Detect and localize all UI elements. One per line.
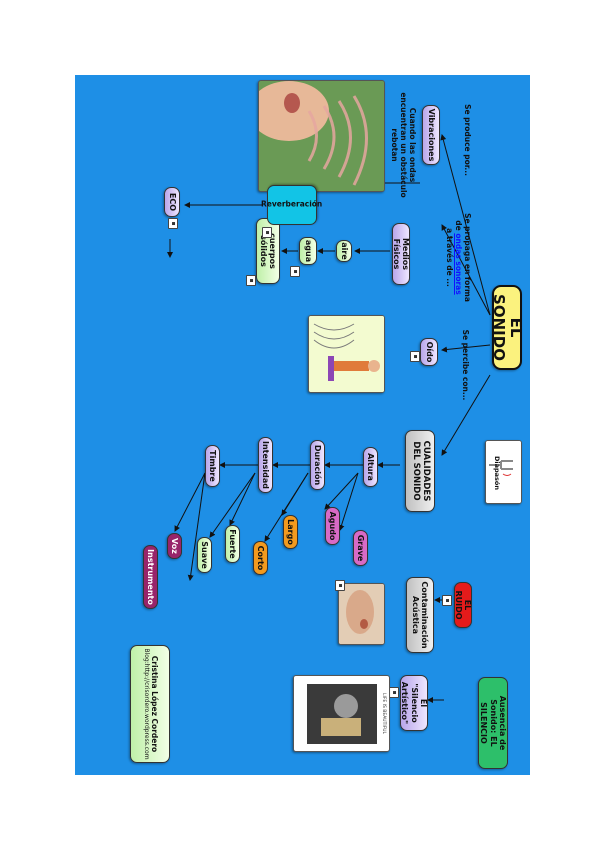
title-node[interactable]: EL SONIDO (490, 285, 525, 370)
node-agudo[interactable]: Agudo (325, 507, 340, 545)
node-aire[interactable]: aire (336, 240, 352, 262)
node-suave[interactable]: Suave (197, 537, 212, 573)
label-obstaculo: Cuando las ondas encuentran un obstáculo… (390, 92, 417, 198)
node-instrumento[interactable]: Instrumento (143, 545, 158, 609)
node-timbre[interactable]: Timbre (205, 445, 220, 487)
connector-lines (167, 134, 491, 703)
node-solidos-tag-icon[interactable]: ▪ (246, 275, 256, 286)
ondas-sonoras-link[interactable]: ondas sonoras (454, 233, 463, 295)
node-ausencia-silencio[interactable]: Ausencia de Sonido: EL SILENCIO (478, 677, 508, 769)
author-name: Cristina López Cordero (149, 655, 159, 753)
node-reverberacion-tag-icon[interactable]: ▪ (262, 227, 272, 238)
author-blog[interactable]: Blog:http://crisordero.wordpress.com (143, 648, 151, 760)
photo-ear-plug-tag-icon[interactable]: ▪ (335, 580, 345, 591)
photo-ear-plug (338, 583, 385, 645)
node-largo[interactable]: Largo (283, 515, 298, 549)
node-corto[interactable]: Corto (253, 541, 268, 575)
photo-book-cover: LIFE IS BEAUTIFUL (293, 675, 390, 752)
label-propaga-de: de (454, 220, 463, 231)
node-oido[interactable]: Oído (420, 338, 438, 366)
concept-map-rotated: EL SONIDO Se produce por... Se propaga e… (75, 75, 530, 775)
tuning-fork-icon (486, 441, 521, 503)
node-voz[interactable]: Voz (167, 533, 182, 559)
sound-waves-illustration (258, 81, 384, 191)
concept-map-canvas: EL SONIDO Se produce por... Se propaga e… (75, 75, 530, 775)
node-intensidad[interactable]: Intensidad (258, 437, 273, 493)
node-agua[interactable]: agua (299, 237, 317, 265)
node-contaminacion[interactable]: Contaminación Acústica (406, 577, 434, 653)
label-propaga: Se propaga en forma de ondas sonoras a t… (445, 205, 472, 310)
node-duracion[interactable]: Duración (310, 440, 325, 490)
label-percibe: Se percibe con... (461, 329, 470, 401)
node-el-ruido[interactable]: EL RUIDO (454, 582, 472, 628)
node-vibraciones[interactable]: Vibraciones (422, 105, 440, 165)
node-medios-fisicos[interactable]: Medios Físicos (392, 223, 410, 285)
node-altura[interactable]: Altura (363, 447, 378, 487)
book-cover-image (307, 684, 377, 744)
node-cualidades[interactable]: CUALIDADES DEL SONIDO (405, 430, 435, 512)
node-eco[interactable]: ECO (164, 187, 180, 217)
photo-diapason (485, 440, 522, 504)
photo-listener (308, 315, 385, 393)
author-card: Cristina López Cordero Blog:http://criso… (130, 645, 170, 763)
label-propaga-b: a través de ... (445, 228, 454, 287)
node-agua-tag-icon[interactable]: ▪ (290, 266, 300, 277)
node-eco-tag-icon[interactable]: ▪ (168, 218, 178, 229)
photo-sound-waves (258, 80, 385, 192)
hand-on-ear-illustration (339, 584, 384, 644)
label-propaga-a: Se propaga en forma (463, 213, 472, 302)
node-reverberacion[interactable]: Reverberación (261, 185, 323, 225)
book-cover-title: LIFE IS BEAUTIFUL (381, 692, 386, 735)
node-grave[interactable]: Grave (353, 530, 368, 566)
label-produce: Se produce por... (463, 104, 472, 176)
listener-illustration (309, 316, 384, 392)
label-diapason: Diapasón (493, 455, 501, 490)
node-oido-tag-icon[interactable]: ▪ (410, 351, 420, 362)
node-silencio-artistico[interactable]: El "Silencio Artístico" (400, 675, 428, 731)
node-silencio-tag-icon[interactable]: ▪ (389, 687, 399, 698)
node-ruido-tag-icon[interactable]: ▪ (442, 595, 452, 606)
node-fuerte[interactable]: Fuerte (225, 525, 240, 563)
